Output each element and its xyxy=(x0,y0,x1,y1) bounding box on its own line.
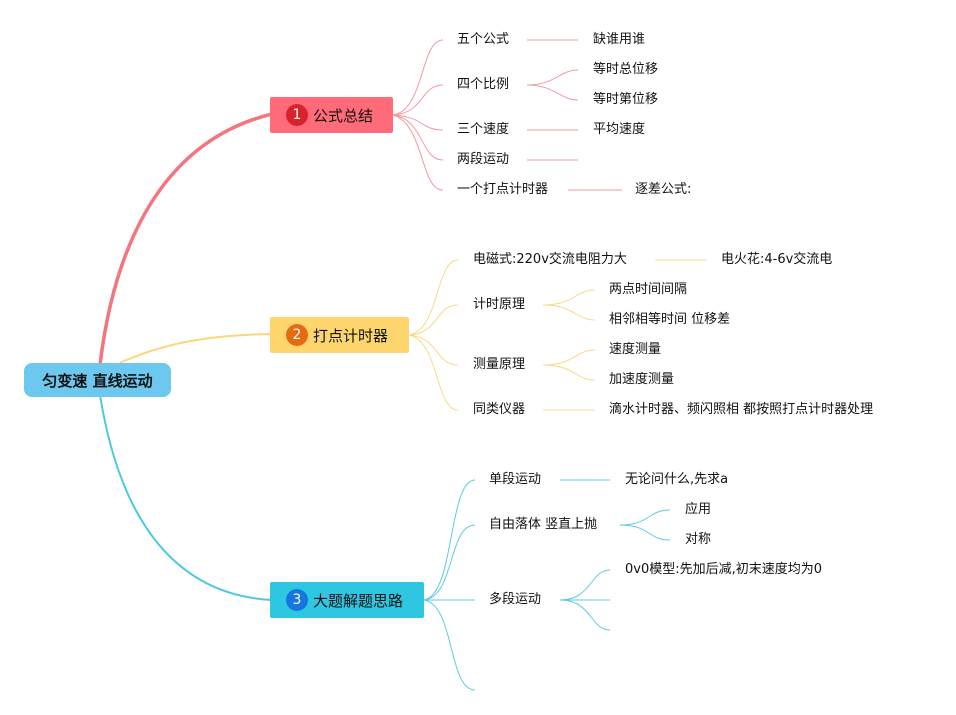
topic-node[interactable]: 一个打点计时器 xyxy=(457,182,549,197)
connector-root-branch3 xyxy=(99,394,273,601)
subtopic-node[interactable]: 无论问什么,先求a xyxy=(625,472,729,487)
branch3-connectors xyxy=(423,479,671,691)
subtopic-node[interactable]: 缺谁用谁 xyxy=(593,32,646,47)
number-badge-3: 3 xyxy=(286,589,308,611)
subtopic-node[interactable]: 等时第位移 xyxy=(593,92,659,107)
subtopic-node[interactable]: 应用 xyxy=(685,502,712,517)
connector-root-branch1 xyxy=(98,112,273,366)
branch-label: 打点计时器 xyxy=(313,326,389,345)
topic-node[interactable]: 计时原理 xyxy=(473,297,526,312)
subtopic-node[interactable]: 两点时间间隔 xyxy=(609,282,688,297)
topic-node[interactable]: 两段运动 xyxy=(457,152,510,167)
number-badge-1: 1 xyxy=(286,104,308,126)
branch1-connectors xyxy=(392,39,622,191)
topic-node[interactable]: 多段运动 xyxy=(489,592,542,607)
topic-node[interactable]: 四个比例 xyxy=(457,77,510,92)
subtopic-node[interactable]: 对称 xyxy=(685,532,712,547)
topic-node[interactable]: 单段运动 xyxy=(489,472,542,487)
topic-node[interactable]: 电磁式:220v交流电阻力大 xyxy=(473,252,627,267)
subtopic-node[interactable]: 电火花:4-6v交流电 xyxy=(721,252,833,267)
branch-label: 大题解题思路 xyxy=(313,591,404,610)
topic-node[interactable]: 五个公式 xyxy=(457,32,510,47)
branch-node-problem-solving[interactable]: 3 大题解题思路 xyxy=(270,582,424,618)
subtopic-node[interactable]: 0v0模型:先加后减,初末速度均为0 xyxy=(625,562,823,577)
subtopic-node[interactable]: 滴水计时器、频闪照相 都按照打点计时器处理 xyxy=(609,402,874,417)
number-badge-2: 2 xyxy=(286,324,308,346)
topic-node[interactable]: 自由落体 竖直上抛 xyxy=(489,517,598,532)
topic-node[interactable]: 同类仪器 xyxy=(473,402,526,417)
topic-node[interactable]: 三个速度 xyxy=(457,122,510,137)
subtopic-node[interactable]: 速度测量 xyxy=(609,342,662,357)
branch-node-ticker-timer[interactable]: 2 打点计时器 xyxy=(270,317,409,353)
branch-node-formula-summary[interactable]: 1 公式总结 xyxy=(270,97,393,133)
branch-label: 公式总结 xyxy=(313,106,374,125)
root-node[interactable]: 匀变速 直线运动 xyxy=(24,363,171,397)
subtopic-node[interactable]: 相邻相等时间 位移差 xyxy=(609,312,731,327)
subtopic-node[interactable]: 逐差公式: xyxy=(635,182,692,197)
topic-node[interactable]: 测量原理 xyxy=(473,357,526,372)
connector-root-branch2 xyxy=(119,333,273,364)
subtopic-node[interactable]: 加速度测量 xyxy=(609,372,675,387)
subtopic-node[interactable]: 平均速度 xyxy=(593,122,646,137)
subtopic-node[interactable]: 等时总位移 xyxy=(593,62,659,77)
branch2-connectors xyxy=(408,259,707,411)
